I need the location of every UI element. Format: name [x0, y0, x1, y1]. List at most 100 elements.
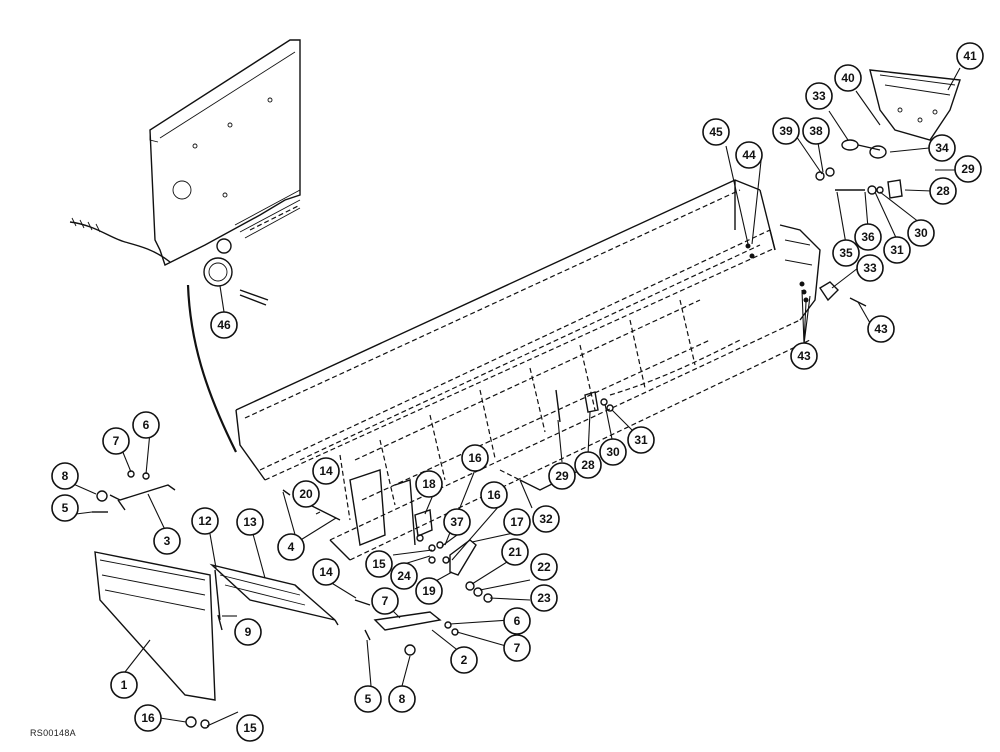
callout-8-top: 8 [51, 462, 79, 490]
svg-text:41: 41 [963, 49, 977, 63]
callout-23: 23 [530, 584, 558, 612]
callout-7-top: 7 [102, 427, 130, 455]
callouts: 41 40 33 39 38 45 44 34 29 28 30 31 36 3… [51, 42, 984, 742]
callout-14-top: 14 [312, 457, 340, 485]
callout-15-bottom: 15 [236, 714, 264, 742]
callout-16-a: 16 [461, 444, 489, 472]
svg-text:13: 13 [243, 515, 257, 529]
svg-text:39: 39 [779, 124, 793, 138]
svg-text:30: 30 [606, 445, 620, 459]
svg-text:17: 17 [510, 515, 524, 529]
svg-text:43: 43 [874, 322, 888, 336]
callout-18: 18 [415, 470, 443, 498]
svg-text:31: 31 [634, 433, 648, 447]
svg-text:1: 1 [121, 678, 128, 692]
callout-39: 39 [772, 117, 800, 145]
callout-37: 37 [443, 508, 471, 536]
svg-text:31: 31 [890, 243, 904, 257]
callout-38: 38 [802, 117, 830, 145]
callout-36: 36 [854, 223, 882, 251]
svg-text:34: 34 [935, 141, 949, 155]
svg-text:36: 36 [861, 230, 875, 244]
svg-text:7: 7 [382, 594, 389, 608]
callout-8-bottom: 8 [388, 685, 416, 713]
svg-text:30: 30 [914, 226, 928, 240]
svg-text:28: 28 [936, 184, 950, 198]
callout-31-mid: 31 [627, 426, 655, 454]
svg-text:6: 6 [143, 418, 150, 432]
callout-30-top: 30 [907, 219, 935, 247]
callout-6-bottom: 6 [503, 607, 531, 635]
callout-9: 9 [234, 618, 262, 646]
svg-text:15: 15 [243, 721, 257, 735]
svg-text:37: 37 [450, 515, 464, 529]
callout-16-b: 16 [480, 481, 508, 509]
svg-text:16: 16 [141, 711, 155, 725]
callout-32: 32 [532, 505, 560, 533]
callout-28-top: 28 [929, 177, 957, 205]
svg-text:3: 3 [164, 534, 171, 548]
svg-text:44: 44 [742, 148, 756, 162]
callout-45: 44 [735, 141, 763, 169]
callout-14-bottom: 14 [312, 558, 340, 586]
callout-41: 41 [956, 42, 984, 70]
svg-text:46: 46 [217, 318, 231, 332]
svg-text:12: 12 [198, 514, 212, 528]
svg-text:14: 14 [319, 565, 333, 579]
svg-text:43: 43 [797, 349, 811, 363]
svg-text:16: 16 [468, 451, 482, 465]
callout-19: 19 [415, 577, 443, 605]
svg-text:29: 29 [555, 469, 569, 483]
svg-text:22: 22 [537, 560, 551, 574]
svg-text:6: 6 [514, 614, 521, 628]
callout-29-mid: 29 [548, 462, 576, 490]
callout-3: 3 [153, 527, 181, 555]
callout-1: 1 [110, 671, 138, 699]
callout-15-mid: 15 [365, 550, 393, 578]
callout-7-mid: 7 [371, 587, 399, 615]
callout-46: 45 [702, 118, 730, 146]
callout-21: 21 [501, 538, 529, 566]
svg-text:5: 5 [365, 692, 372, 706]
callout-12: 12 [191, 507, 219, 535]
callout-44: 43 [790, 342, 818, 370]
svg-text:23: 23 [537, 591, 551, 605]
svg-text:38: 38 [809, 124, 823, 138]
svg-text:5: 5 [62, 501, 69, 515]
hardware-parts [92, 139, 903, 729]
svg-text:7: 7 [113, 434, 120, 448]
svg-text:19: 19 [422, 584, 436, 598]
callout-17: 17 [503, 508, 531, 536]
svg-text:9: 9 [245, 625, 252, 639]
svg-text:45: 45 [709, 125, 723, 139]
svg-text:21: 21 [508, 545, 522, 559]
leader-lines [70, 67, 961, 727]
svg-text:7: 7 [514, 641, 521, 655]
svg-text:15: 15 [372, 557, 386, 571]
svg-text:33: 33 [812, 89, 826, 103]
callout-30-mid: 30 [599, 438, 627, 466]
svg-text:29: 29 [961, 162, 975, 176]
svg-text:18: 18 [422, 477, 436, 491]
callout-6-top: 6 [132, 411, 160, 439]
callout-16-bottom: 16 [134, 704, 162, 732]
svg-text:16: 16 [487, 488, 501, 502]
callout-5-top: 5 [51, 494, 79, 522]
callout-4: 4 [277, 533, 305, 561]
callout-40: 40 [834, 64, 862, 92]
svg-text:20: 20 [299, 487, 313, 501]
svg-text:8: 8 [399, 692, 406, 706]
callout-29-top: 29 [954, 155, 982, 183]
callout-24: 24 [390, 562, 418, 590]
callout-43: 43 [867, 315, 895, 343]
callout-28-mid: 28 [574, 451, 602, 479]
svg-text:32: 32 [539, 512, 553, 526]
side-panel [69, 39, 301, 453]
callout-5-bottom: 5 [354, 685, 382, 713]
svg-text:24: 24 [397, 569, 411, 583]
callout-7-bottom: 7 [503, 634, 531, 662]
callout-49: 46 [210, 311, 238, 339]
svg-text:35: 35 [839, 246, 853, 260]
svg-text:33: 33 [863, 261, 877, 275]
